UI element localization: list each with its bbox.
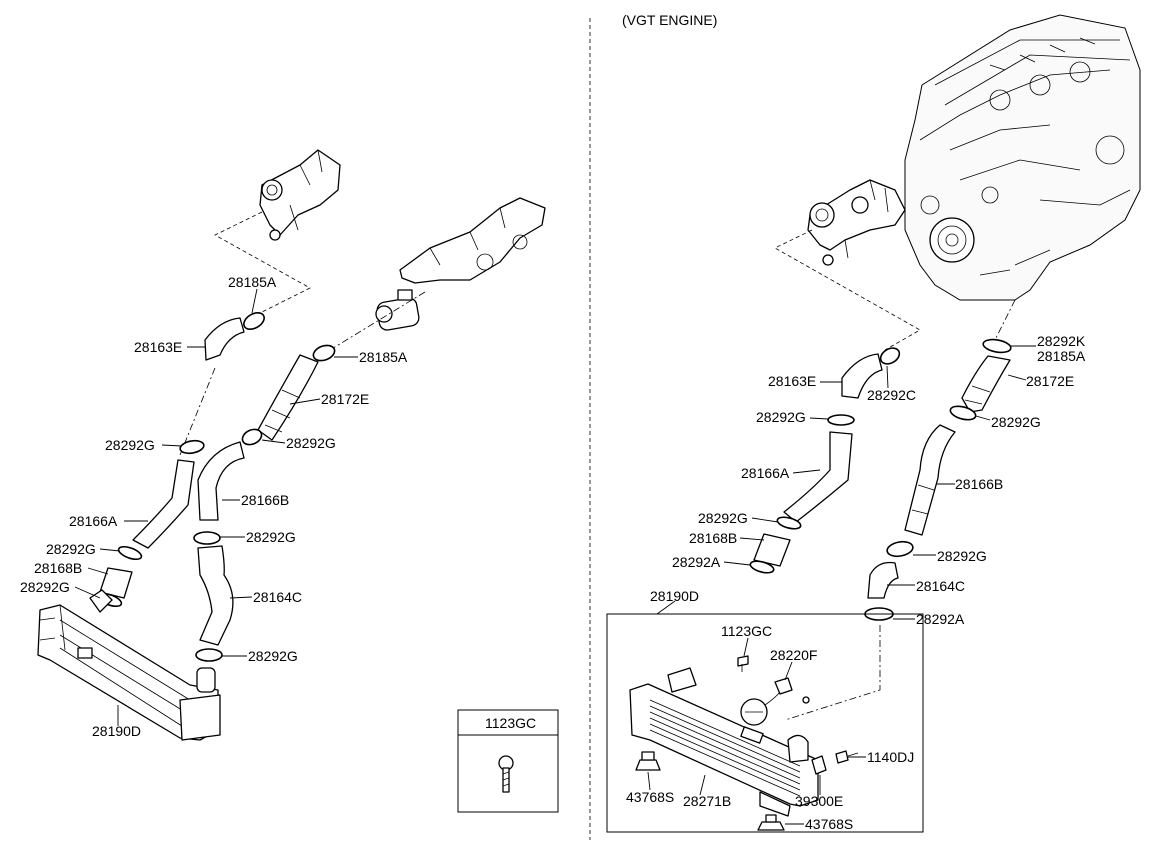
left-label-15: 28190D [92, 723, 141, 739]
right-label-4: 28292C [867, 387, 916, 403]
left-label-3: 28185A [359, 349, 408, 365]
right-label-5: 28172E [1026, 373, 1074, 389]
right-label-10: 28292G [698, 510, 748, 526]
left-label-1: 28185A [228, 274, 277, 290]
right-label-21: 28271B [683, 793, 731, 809]
right-intercooler-28271B[interactable] [629, 667, 819, 817]
right-engine-block[interactable] [904, 14, 1141, 301]
left-clamp-28292G-a[interactable] [240, 426, 264, 447]
right-label-13: 28292G [937, 548, 987, 564]
left-label-10: 28292G [46, 541, 96, 557]
left-clamp-28292G-f[interactable] [195, 648, 223, 662]
right-label-7: 28292G [991, 414, 1041, 430]
left-label-4: 28172E [321, 391, 369, 407]
right-hose-28168B[interactable] [753, 533, 791, 567]
inset-title: 1123GC [485, 715, 536, 731]
left-dash-leader-pipe [179, 367, 216, 456]
right-label-12: 28292A [672, 554, 721, 570]
left-clamp-28292G-b[interactable] [179, 439, 205, 455]
left-egr-valve[interactable] [375, 289, 420, 331]
right-label-15: 28190D [650, 588, 699, 604]
right-bolt-1140DJ[interactable] [835, 750, 859, 764]
right-sensor-39300E[interactable] [811, 755, 827, 775]
right-mount-43768S-a[interactable] [635, 751, 661, 771]
left-label-12: 28292G [20, 579, 70, 595]
right-pipe-28166A[interactable] [783, 431, 853, 523]
left-hose-28168B[interactable] [99, 567, 133, 599]
left-turbocharger[interactable] [259, 149, 341, 241]
right-label-22: 39300E [795, 793, 843, 809]
left-dash-leader-manifold [329, 291, 426, 351]
left-dash-leader-turbo [214, 211, 311, 319]
right-label-3: 28163E [768, 373, 816, 389]
left-label-7: 28166B [241, 492, 289, 508]
right-label-1: 28292K [1037, 333, 1086, 349]
inset-box-1123GC [457, 709, 559, 813]
right-clamp-28292A-a[interactable] [749, 559, 775, 575]
right-pipe-28166B[interactable] [904, 424, 956, 536]
right-bolt-1123GC[interactable] [737, 655, 749, 672]
left-clamp-28185A-mid[interactable] [311, 343, 336, 364]
left-label-9: 28292G [246, 529, 296, 545]
left-pipe-28172E[interactable] [257, 354, 319, 441]
right-dash-leader-engine [994, 299, 1016, 341]
right-label-8: 28166A [741, 465, 790, 481]
right-pipe-28164C[interactable] [867, 561, 899, 599]
right-clamp-28292G-a[interactable] [949, 404, 977, 422]
right-clamp-28292G-c[interactable] [776, 515, 802, 531]
right-mount-43768S-b[interactable] [757, 814, 785, 831]
vgt-engine-header: (VGT ENGINE) [622, 12, 717, 28]
right-label-14: 28164C [916, 578, 965, 594]
right-dash-leader-lower [784, 625, 881, 721]
right-label-20: 43768S [626, 789, 674, 805]
bolt-icon [498, 755, 514, 793]
right-hose-28163E[interactable] [841, 353, 883, 399]
left-label-14: 28292G [248, 648, 298, 664]
left-label-5: 28292G [105, 437, 155, 453]
right-pipe-28172E[interactable] [961, 355, 1011, 413]
right-label-16: 28292A [916, 611, 965, 627]
right-turbocharger[interactable] [807, 179, 906, 266]
left-pipe-28164C[interactable] [197, 545, 234, 646]
left-intercooler-28190D[interactable] [37, 589, 221, 741]
left-clamp-28185A-top[interactable] [241, 309, 267, 332]
right-label-11: 28168B [689, 530, 737, 546]
right-sensor-28220F[interactable] [740, 677, 810, 726]
right-clamp-28292C[interactable] [878, 345, 902, 367]
left-clamp-28292G-c[interactable] [117, 544, 143, 562]
right-clamp-28292G-d[interactable] [886, 540, 914, 558]
right-label-18: 28220F [770, 647, 817, 663]
left-label-6: 28292G [286, 435, 336, 451]
left-hose-28163E[interactable] [204, 317, 245, 361]
right-label-9: 28166B [955, 476, 1003, 492]
right-label-2: 28185A [1037, 348, 1086, 364]
right-label-19: 1140DJ [867, 749, 914, 765]
left-leaders [74, 288, 358, 726]
left-label-13: 28164C [253, 589, 302, 605]
right-leaders [647, 345, 1036, 825]
right-label-17: 1123GC [721, 623, 772, 639]
right-label-6: 28292G [756, 409, 806, 425]
right-label-23: 43768S [805, 816, 853, 832]
left-label-2: 28163E [134, 339, 182, 355]
right-dash-leader-turbo [774, 229, 921, 351]
right-clamp-28292K[interactable] [982, 338, 1012, 355]
left-clamp-28292G-e[interactable] [193, 531, 221, 545]
left-exhaust-manifold[interactable] [399, 197, 546, 284]
left-label-8: 28166A [69, 513, 118, 529]
intercooler-assembly-box [606, 613, 924, 833]
left-label-11: 28168B [34, 560, 82, 576]
right-clamp-28292G-b[interactable] [827, 414, 855, 426]
left-pipe-28166B[interactable] [197, 441, 245, 521]
left-pipe-28166A[interactable] [132, 459, 195, 549]
